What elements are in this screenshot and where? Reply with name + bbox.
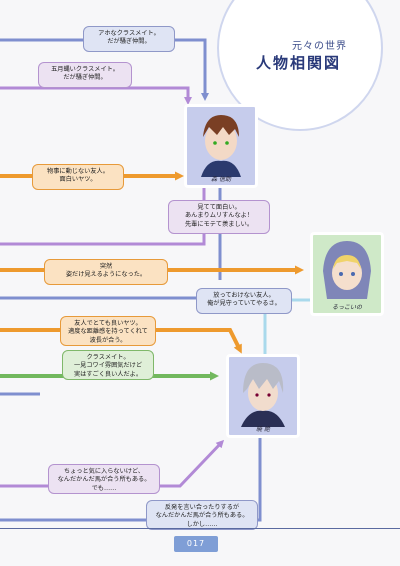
portrait-mori[interactable]: 森 信助 <box>184 104 258 188</box>
footer-divider <box>0 528 400 529</box>
header: 元々の世界 人物相関図 <box>222 2 400 98</box>
portrait-akira[interactable]: 暁 絶 <box>226 354 300 438</box>
mori-avatar-icon <box>201 115 241 177</box>
relation-label-4: 見てて面白い。 あんまりムリすんなよ！ 先輩にモテて羨ましい。 <box>168 200 270 234</box>
character-name-mori: 森 信助 <box>211 176 231 183</box>
page-title: 人物相関図 <box>256 54 342 72</box>
relation-label-6: 放っておけない友人。 俺が見守っていてやるさ。 <box>196 288 292 314</box>
relation-label-9: ちょっと気に入らないけど、 なんだかんだ馬が合う所もある。 でも…… <box>48 464 160 494</box>
character-name-akira: 暁 絶 <box>256 426 270 433</box>
ruko-avatar-icon <box>323 241 371 299</box>
relation-label-10: 反発を言い合ったりするが なんだかんだ馬が合う所もある。 しかし…… <box>146 500 258 530</box>
relation-label-5: 突然 姿だけ見えるようになった。 <box>44 259 168 285</box>
akira-avatar-icon <box>241 363 285 427</box>
page-number: 017 <box>174 536 218 552</box>
portrait-ruko[interactable]: るっこいの <box>310 232 384 316</box>
relation-label-7: 友人でとても良いヤツ。 適度な距離感を持ってくれて 波長が合う。 <box>60 316 156 346</box>
relation-label-3: 物事に動じない友人。 面白いヤツ。 <box>32 164 124 190</box>
relation-label-8: クラスメイト。 一見コワイ雰囲気だけど 実はすごく良い人だよ。 <box>62 350 154 380</box>
relation-label-1: アホなクラスメイト。 だが騒ぎ仲間。 <box>83 26 175 52</box>
relation-label-2: 五月蝿いクラスメイト。 だが騒ぎ仲間。 <box>38 62 132 88</box>
page-subtitle: 元々の世界 <box>292 41 347 52</box>
character-name-ruko: るっこいの <box>331 304 362 311</box>
